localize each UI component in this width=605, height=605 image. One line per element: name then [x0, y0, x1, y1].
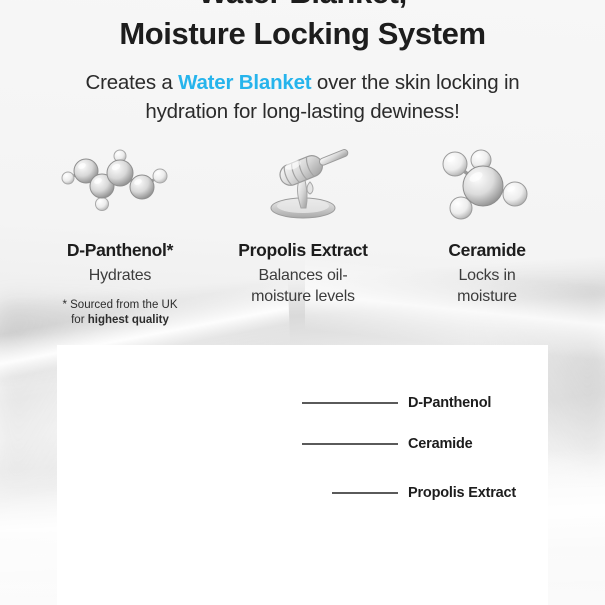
subtitle-text-after: over the skin locking in hydration for l… [145, 71, 520, 123]
page-title-line1: Water Blanket, [0, 0, 605, 13]
leader-line-propolis-extract [332, 492, 398, 494]
leader-line-ceramide [302, 443, 398, 445]
ingredient-footnote: * Sourced from the UK for highest qualit… [20, 298, 220, 328]
page-title-line2: Moisture Locking System [119, 16, 486, 51]
ingredient-name: Propolis Extract [238, 240, 368, 260]
leader-line-d-panthenol [302, 402, 398, 404]
footnote-line1: * Sourced from the UK [62, 299, 178, 311]
page-title: Water Blanket, Moisture Locking System [0, 0, 605, 54]
footnote-line2: for highest quality [20, 313, 220, 328]
legend-label-propolis-extract: Propolis Extract [408, 485, 516, 501]
ingredient-description: Balances oil- moisture levels [251, 267, 355, 305]
ingredient-d-panthenol: D-Panthenol* Hydrates * Sourced from the… [20, 140, 220, 328]
subtitle-text-before: Creates a [85, 71, 179, 94]
ingredient-propolis-extract: Propolis Extract Balances oil- moisture … [205, 140, 401, 307]
ingredient-description: Locks in moisture [457, 267, 517, 305]
ingredient-name: Ceramide [448, 240, 526, 260]
page-subtitle: Creates a Water Blanket over the skin lo… [43, 68, 563, 126]
ingredient-ceramide: Ceramide Locks in moisture [393, 140, 581, 307]
diagram-card: D-Panthenol Ceramide Propolis Extract [57, 345, 548, 605]
footnote-line2-bold: highest quality [87, 314, 169, 326]
footnote-line2-plain: for [71, 314, 88, 326]
ingredient-description: Hydrates [88, 267, 152, 284]
ingredient-name: D-Panthenol* [66, 240, 174, 260]
subtitle-accent: Water Blanket [178, 71, 312, 94]
molecule-star-icon [393, 146, 581, 224]
honey-dipper-icon [205, 146, 401, 224]
legend-label-ceramide: Ceramide [408, 436, 473, 452]
ingredients-row: D-Panthenol* Hydrates * Sourced from the… [0, 140, 605, 330]
molecule-chain-icon [20, 146, 220, 224]
legend-label-d-panthenol: D-Panthenol [408, 395, 492, 411]
